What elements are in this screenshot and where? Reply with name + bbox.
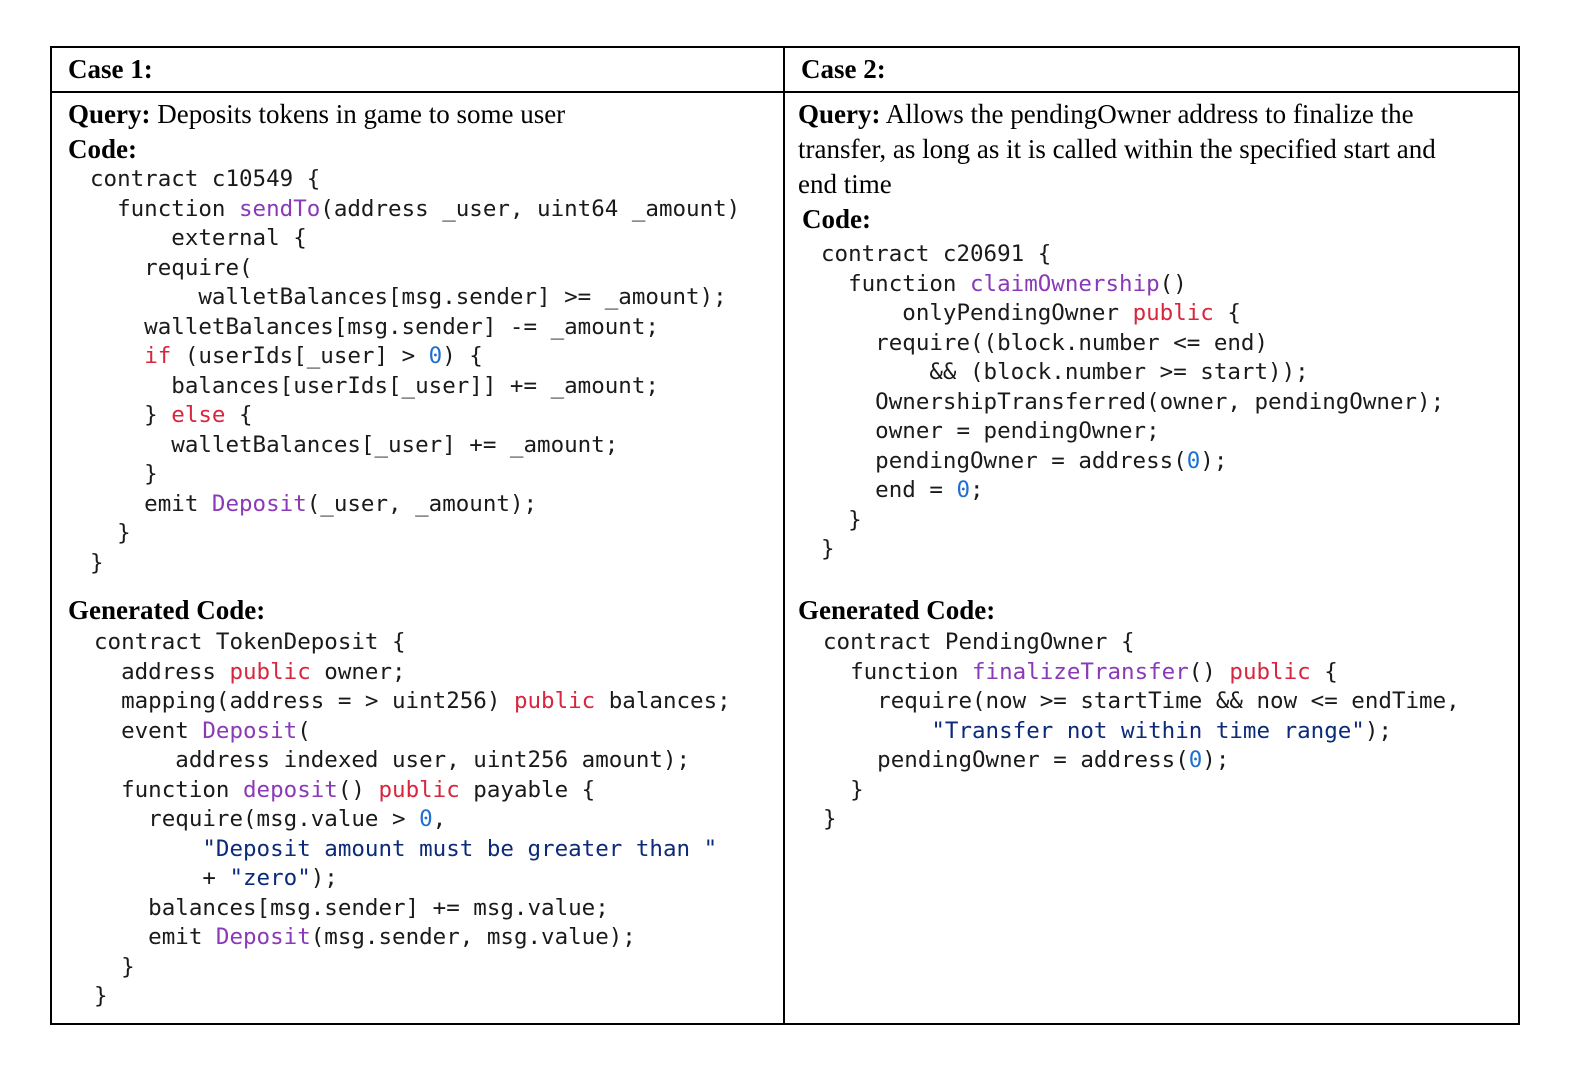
code-line: owner = pendingOwner; (821, 418, 1160, 444)
code-line: OwnershipTransferred(owner, pendingOwner… (821, 388, 1445, 415)
code-line: } (94, 953, 135, 980)
code-line: address indexed user, uint256 amount); (94, 747, 691, 773)
code-line: address public owner; (94, 658, 406, 685)
code-line: function deposit() public payable { (94, 776, 596, 803)
code-line: } (821, 506, 862, 533)
code-line: event Deposit( (94, 717, 311, 744)
code-line: mapping(address = > uint256) public bala… (94, 688, 731, 714)
case2-code-label: Code: (802, 204, 871, 234)
code-line: require(now >= startTime && now <= endTi… (823, 688, 1460, 714)
case2-query-line-1: Query: Allows the pendingOwner address t… (798, 99, 1414, 129)
case2-code-block: contract c20691 { function claimOwnershi… (821, 240, 1444, 565)
code-line: function sendTo(address _user, uint64 _a… (90, 195, 741, 222)
case1-code-label: Code: (68, 134, 137, 164)
code-line: contract PendingOwner { (823, 629, 1135, 655)
case1-query: Query: Deposits tokens in game to some u… (68, 97, 565, 132)
case2-header: Case 2: (801, 54, 886, 84)
code-line: onlyPendingOwner public { (821, 300, 1241, 326)
code-line: require( (90, 254, 253, 281)
code-line: } (823, 776, 864, 803)
code-line: } (90, 461, 158, 487)
code-line: balances[userIds[_user]] += _amount; (90, 372, 659, 399)
code-line: walletBalances[_user] += _amount; (90, 431, 619, 458)
code-line: } (94, 983, 108, 1009)
code-line: emit Deposit(msg.sender, msg.value); (94, 924, 636, 950)
code-line: balances[msg.sender] += msg.value; (94, 894, 609, 921)
code-line: walletBalances[msg.sender] -= _amount; (90, 313, 659, 340)
case2-query-line-3: end time (798, 169, 892, 199)
case1-generated-label: Generated Code: (68, 595, 266, 625)
code-line: require((block.number <= end) (821, 329, 1269, 356)
case1-query-text: Deposits tokens in game to some user (157, 99, 566, 129)
case1-code-block: contract c10549 { function sendTo(addres… (90, 165, 740, 578)
case1-query-label: Query: (68, 99, 151, 129)
case-comparison-table: Case 1: Query: Deposits tokens in game t… (50, 46, 1520, 1025)
code-line: if (userIds[_user] > 0) { (144, 343, 483, 369)
code-line: pendingOwner = address(0); (821, 447, 1228, 474)
case1-generated-code-block: contract TokenDeposit { address public o… (94, 628, 731, 1012)
code-line: contract TokenDeposit { (94, 629, 406, 655)
code-line: require(msg.value > 0, (94, 806, 447, 832)
code-line: } (821, 536, 835, 562)
case1-header: Case 1: (68, 54, 153, 84)
code-line: end = 0; (821, 477, 984, 503)
column-divider (783, 48, 785, 1023)
code-line: external { (90, 225, 307, 251)
code-line: } else { (90, 402, 253, 428)
code-line: + "zero"); (94, 865, 338, 891)
code-line: function finalizeTransfer() public { (823, 658, 1338, 685)
header-divider (52, 91, 1518, 93)
code-line: emit Deposit(_user, _amount); (90, 490, 538, 517)
code-line: "Deposit amount must be greater than " (202, 835, 718, 862)
case2-query: Query: Allows the pendingOwner address t… (798, 97, 1436, 202)
code-line: function claimOwnership() (821, 270, 1187, 297)
code-line: contract c20691 { (821, 241, 1052, 267)
code-line: && (block.number >= start)); (821, 359, 1309, 385)
code-line: } (90, 520, 131, 546)
case2-generated-label: Generated Code: (798, 595, 996, 625)
code-line: "Transfer not within time range"); (931, 717, 1392, 744)
code-line: contract c10549 { (90, 166, 321, 192)
case2-query-line-2: transfer, as long as it is called within… (798, 134, 1436, 164)
case2-query-label: Query: (798, 99, 881, 129)
case2-generated-code-block: contract PendingOwner { function finaliz… (823, 628, 1460, 835)
code-line: } (90, 549, 104, 576)
code-line: walletBalances[msg.sender] >= _amount); (90, 284, 727, 310)
code-line: pendingOwner = address(0); (823, 747, 1230, 773)
code-line: } (823, 806, 837, 832)
